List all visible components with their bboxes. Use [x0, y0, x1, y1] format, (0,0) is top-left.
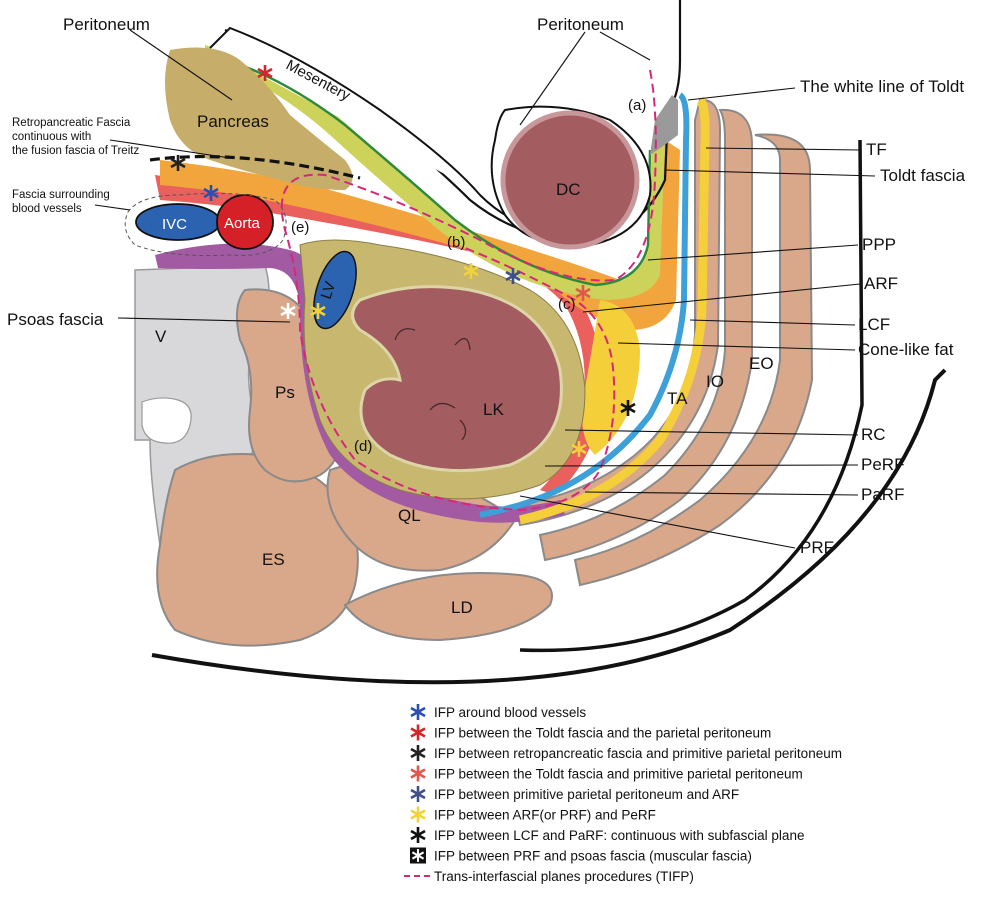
label-mark-c: (c)	[558, 296, 576, 313]
legend-label: IFP between PRF and psoas fascia (muscul…	[434, 849, 752, 864]
label-ivc: IVC	[162, 216, 187, 233]
legend-box-asterisk-icon	[410, 848, 426, 864]
legend-item: IFP between primitive parietal peritoneu…	[411, 786, 739, 802]
legend-asterisk-icon	[411, 827, 425, 843]
label-white-line: The white line of Toldt	[800, 77, 964, 96]
label-ta: TA	[667, 389, 688, 408]
legend-item: IFP between PRF and psoas fascia (muscul…	[410, 848, 752, 864]
label-eo: EO	[749, 354, 774, 373]
legend-label: IFP between ARF(or PRF) and PeRF	[434, 808, 656, 823]
label-ppp: PPP	[862, 235, 896, 254]
label-fascia-vessels-1: Fascia surrounding	[12, 189, 110, 201]
legend-label: IFP around blood vessels	[434, 705, 586, 720]
label-rc: RC	[861, 425, 886, 444]
label-mark-e: (e)	[291, 219, 309, 236]
vertebral-foramen	[142, 398, 191, 443]
label-pancreas: Pancreas	[197, 112, 269, 131]
legend-label: IFP between the Toldt fascia and the par…	[434, 726, 771, 741]
label-toldt-fascia: Toldt fascia	[880, 166, 966, 185]
legend-label: Trans-interfascial planes procedures (TI…	[434, 869, 694, 884]
legend-label: IFP between primitive parietal peritoneu…	[434, 787, 739, 802]
label-tf: TF	[866, 140, 887, 159]
legend-item: IFP between ARF(or PRF) and PeRF	[411, 807, 656, 823]
legend-asterisk-icon	[411, 745, 425, 761]
label-parf: PaRF	[861, 485, 904, 504]
label-ps: Ps	[275, 383, 295, 402]
label-dc: DC	[556, 180, 581, 199]
legend-asterisk-icon	[411, 704, 425, 720]
label-cone-fat: Cone-like fat	[858, 340, 954, 359]
label-mark-b: (b)	[447, 234, 465, 251]
legend-item: IFP around blood vessels	[411, 704, 586, 720]
legend-item: IFP between retropancreatic fascia and p…	[411, 745, 842, 761]
legend-label: IFP between retropancreatic fascia and p…	[434, 746, 842, 761]
label-v: V	[155, 327, 167, 346]
label-ql: QL	[398, 506, 421, 525]
label-retropancreatic-3: the fusion fascia of Treitz	[12, 145, 139, 157]
label-io: IO	[706, 372, 724, 391]
legend-item: IFP between the Toldt fascia and the par…	[411, 725, 771, 741]
latissimus-dorsi-muscle	[345, 573, 552, 640]
legend-label: IFP between the Toldt fascia and primiti…	[434, 767, 803, 782]
label-lk: LK	[483, 400, 504, 419]
legend-item: IFP between the Toldt fascia and primiti…	[411, 766, 803, 782]
label-arf: ARF	[864, 274, 898, 293]
legend-asterisk-icon	[411, 725, 425, 741]
label-mark-d: (d)	[354, 438, 372, 455]
label-prf: PRF	[800, 538, 834, 557]
legend-asterisk-icon	[411, 766, 425, 782]
label-psoas-fascia: Psoas fascia	[7, 310, 104, 329]
label-mark-a: (a)	[628, 97, 646, 114]
label-lcf: LCF	[858, 315, 890, 334]
label-fascia-vessels-2: blood vessels	[12, 203, 82, 215]
label-retropancreatic-1: Retropancreatic Fascia	[12, 117, 131, 129]
legend-asterisk-icon	[411, 807, 425, 823]
label-retropancreatic-2: continuous with	[12, 131, 91, 143]
label-aorta: Aorta	[224, 215, 261, 232]
legend-item: IFP between LCF and PaRF: continuous wit…	[411, 827, 804, 843]
legend-item: Trans-interfascial planes procedures (TI…	[404, 869, 694, 884]
legend-asterisk-icon	[411, 786, 425, 802]
label-ld: LD	[451, 598, 473, 617]
label-peritoneum-right: Peritoneum	[537, 15, 624, 34]
label-peritoneum-left: Peritoneum	[63, 15, 150, 34]
label-perf: PeRF	[861, 455, 904, 474]
label-es: ES	[262, 550, 285, 569]
legend-label: IFP between LCF and PaRF: continuous wit…	[434, 828, 804, 843]
